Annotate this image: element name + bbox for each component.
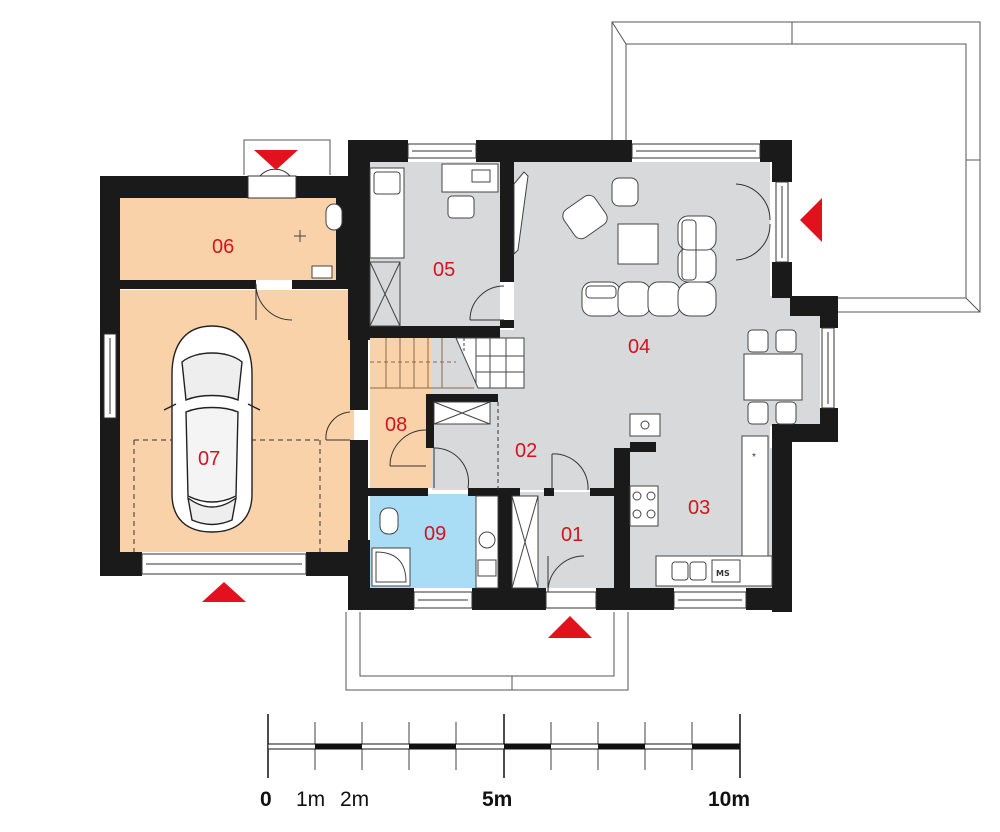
entrance-arrow-icon — [800, 198, 822, 242]
terrace-outline — [243, 21, 981, 691]
scale-label-1m: 1m — [296, 788, 325, 811]
room-06-floor — [120, 198, 340, 280]
room-label-04: 04 — [628, 336, 650, 358]
office-furniture — [369, 163, 499, 259]
entrance-arrow-icon — [254, 150, 298, 170]
door-swing-icon — [133, 168, 771, 593]
kitchen-fixtures: MS * — [629, 413, 773, 587]
room-label-07: 07 — [198, 448, 220, 470]
bathroom-fixtures — [294, 203, 499, 589]
room-label-06: 06 — [212, 236, 234, 258]
windows — [103, 143, 835, 609]
dining-table-icon — [743, 329, 803, 425]
appliance-label: MS — [716, 569, 730, 578]
star-mark: * — [752, 452, 756, 463]
car-icon — [163, 325, 261, 533]
entrance-markers — [202, 150, 822, 638]
tv-unit — [513, 171, 529, 256]
coffee-table — [562, 177, 659, 265]
room-label-08: 08 — [385, 414, 407, 436]
walls — [100, 140, 838, 612]
sofa-icon — [581, 215, 717, 317]
entrance-arrow-icon — [548, 616, 592, 638]
room-label-03: 03 — [688, 497, 710, 519]
room-label-01: 01 — [561, 524, 583, 546]
scale-labels: 0 1m 2m 5m 10m — [260, 788, 750, 811]
scale-label-2m: 2m — [340, 788, 369, 811]
entrance-arrow-icon — [202, 582, 246, 602]
room-label-02: 02 — [515, 440, 537, 462]
scale-bar — [267, 714, 741, 778]
stairs-icon — [370, 337, 525, 389]
scale-label-5m: 5m — [482, 788, 512, 811]
storage-cabinet — [369, 261, 539, 589]
room-label-05: 05 — [433, 259, 455, 281]
room-label-09: 09 — [424, 523, 446, 545]
scale-label-10m: 10m — [708, 788, 750, 811]
room-labels: 01 02 03 04 05 06 07 08 09 — [198, 236, 710, 546]
scale-label-0: 0 — [260, 788, 272, 811]
room-08-floor — [370, 338, 434, 488]
